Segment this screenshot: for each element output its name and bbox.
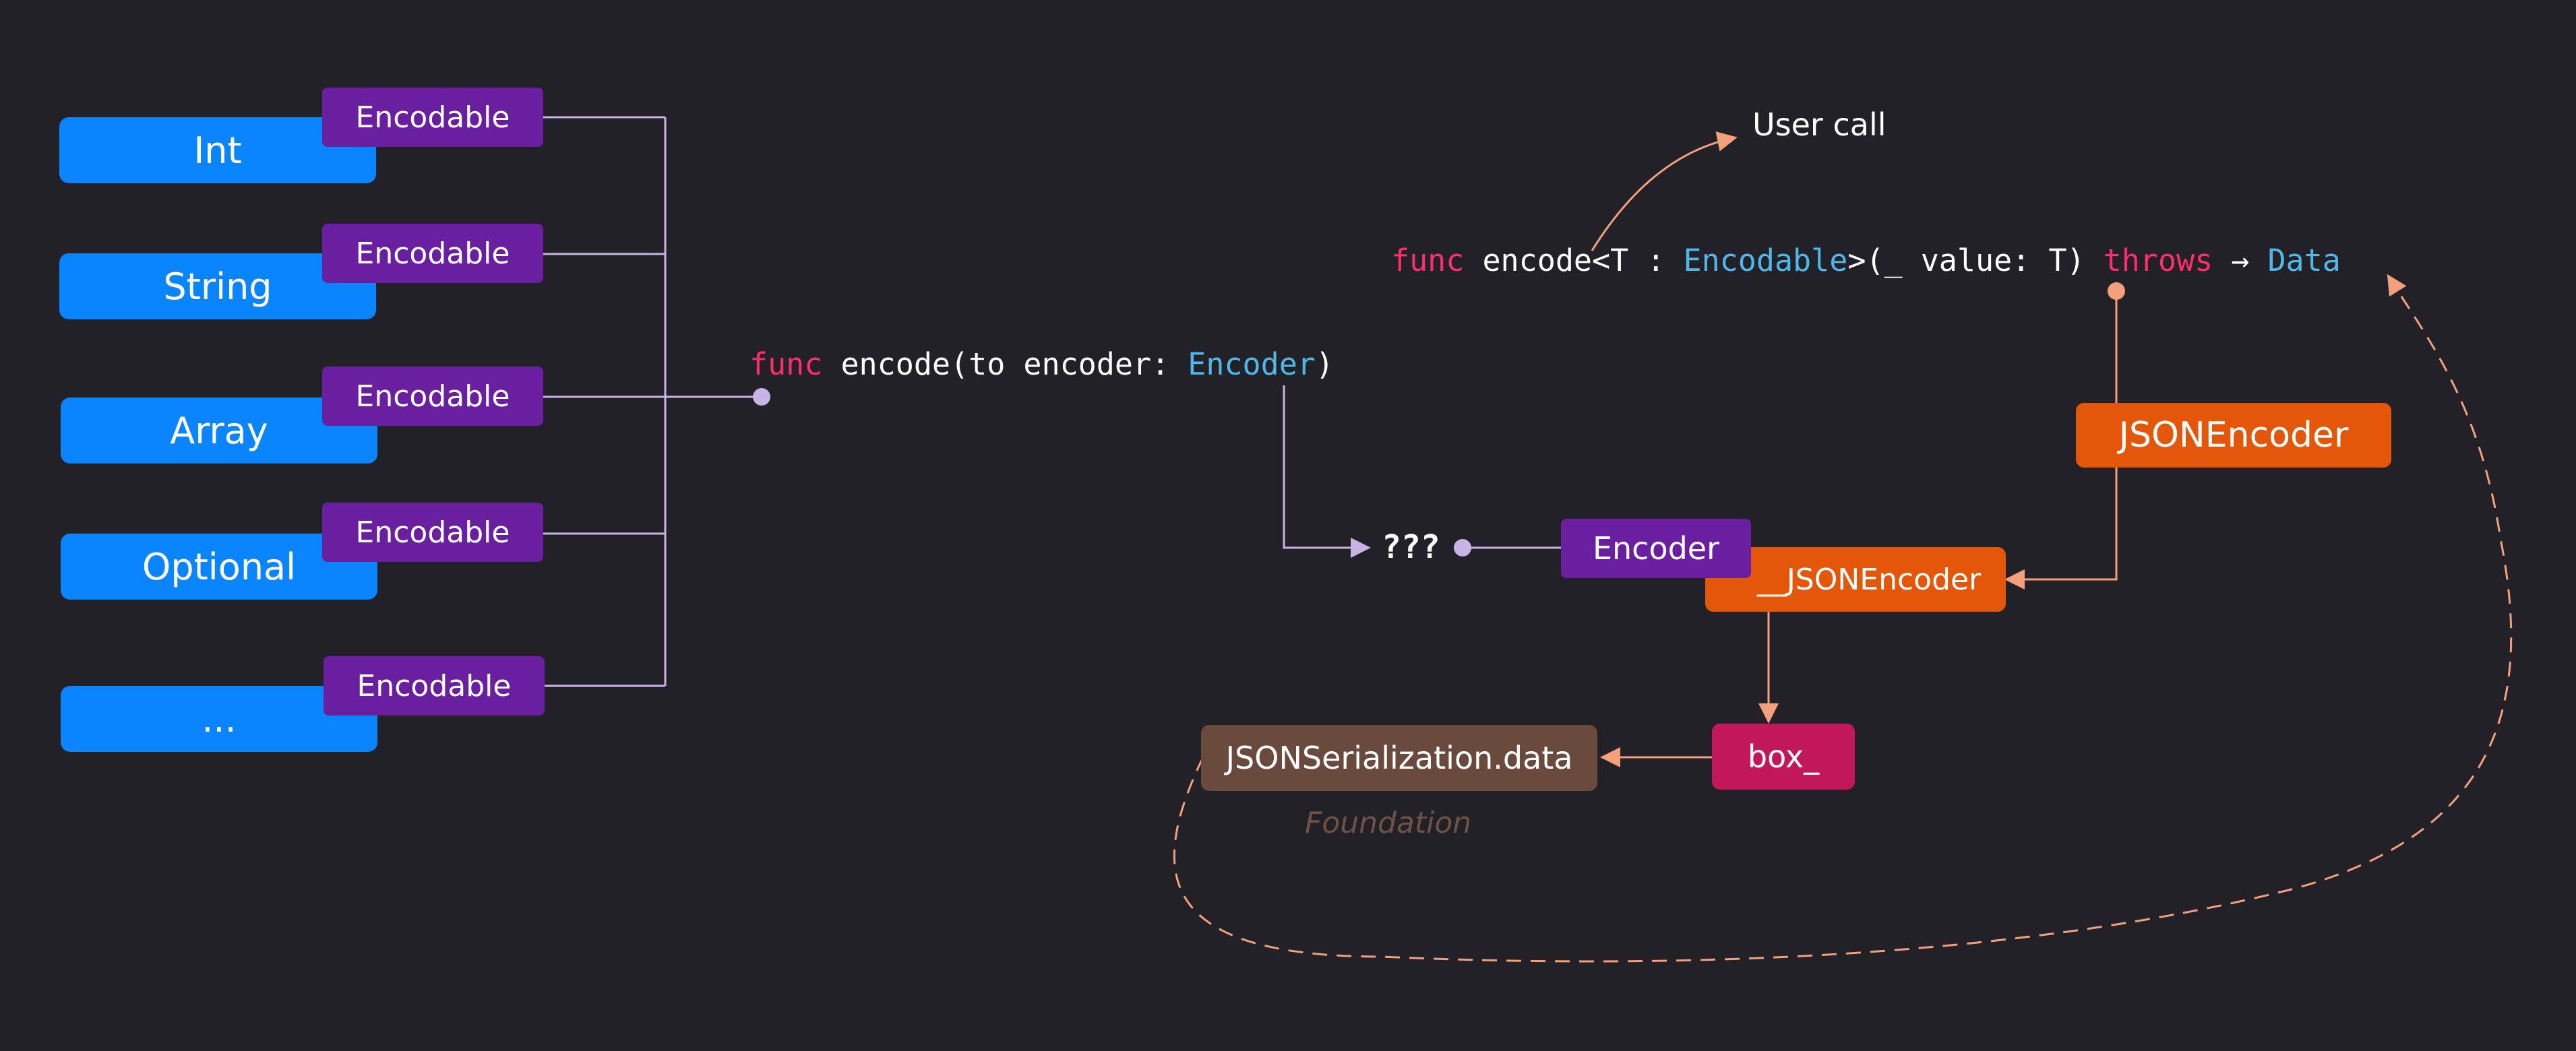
signature-keyword: func (749, 346, 823, 382)
generic-arrow: → (2213, 243, 2268, 278)
generic-type: Encodable (1683, 243, 1848, 278)
return-data-dashed-line (1173, 274, 2513, 963)
jsonencoder-to-private-line (2004, 468, 2118, 590)
encoder-protocol-badge: Encoder (1561, 519, 1751, 578)
private-json-encoder-box: __JSONEncoder (1705, 547, 2006, 612)
user-call-arrow (1591, 131, 1738, 251)
signature-body: encode(to encoder: (822, 346, 1188, 382)
protocol-badge-optional: Encodable (322, 503, 543, 562)
protocol-badge-string: Encodable (322, 224, 543, 283)
generic-throws: throws (2103, 243, 2213, 278)
generic-part2: >(_ value: T) (1847, 243, 2104, 278)
protocol-badge-etc: Encodable (324, 656, 545, 715)
encoder-to-unknown-line (1283, 385, 1371, 558)
generic-keyword: func (1391, 243, 1465, 278)
protocol-badge-array: Encodable (322, 367, 543, 426)
signature-type: Encoder (1188, 346, 1316, 382)
generic-return-type: Data (2267, 243, 2341, 278)
json-encoder-box: JSONEncoder (2076, 403, 2391, 468)
encode-generic-signature: func encode<T : Encodable>(_ value: T) t… (1391, 243, 2341, 278)
protocol-badge-int: Encodable (322, 88, 543, 147)
unknown-placeholder: ??? (1382, 528, 1440, 566)
signature-close: ) (1315, 346, 1334, 382)
type-box-int: Int (59, 117, 376, 183)
json-serialization-box: JSONSerialization.data (1201, 725, 1597, 791)
encode-to-encoder-signature: func encode(to encoder: Encoder) (749, 346, 1334, 382)
method-dot (753, 388, 770, 406)
box-node: box_ (1712, 724, 1855, 790)
foundation-label: Foundation (1305, 806, 1472, 840)
generic-part1: encode<T : (1464, 243, 1684, 278)
user-call-label: User call (1752, 106, 1887, 143)
